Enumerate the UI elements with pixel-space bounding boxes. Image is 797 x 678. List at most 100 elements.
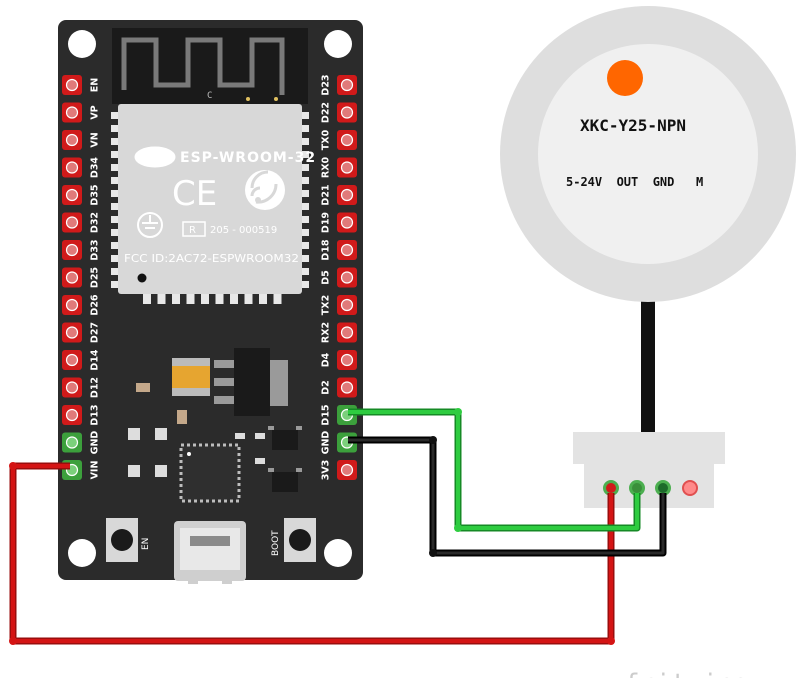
pin-hole <box>65 243 79 257</box>
micro-usb-port[interactable] <box>174 521 246 584</box>
module-pin <box>111 281 120 288</box>
pin-label-right-d22: D22 <box>321 102 332 123</box>
connector-pin-out <box>629 480 645 496</box>
r-mark-box <box>182 221 206 237</box>
pin-hole <box>65 271 79 284</box>
module-pin <box>300 281 309 288</box>
pin-label-left-d33: D33 <box>90 239 101 260</box>
mounting-hole <box>324 539 352 567</box>
en-button-label: EN <box>141 538 151 550</box>
pin-label-right-rx0: RX0 <box>321 156 332 178</box>
module-pin <box>201 292 209 304</box>
module-pin <box>300 112 309 119</box>
module-pin <box>111 255 120 262</box>
module-pin <box>300 255 309 262</box>
sensor-cable <box>641 290 655 440</box>
pin-hole <box>65 381 79 394</box>
module-pin <box>230 292 238 304</box>
pin-hole <box>340 133 354 147</box>
sensor-pin-labels: 5-24V OUT GND M <box>566 175 703 189</box>
module-pin <box>300 216 309 223</box>
pin-label-left-d32: D32 <box>90 212 101 233</box>
module-pin <box>300 138 309 145</box>
sensor-inner-disc <box>538 44 758 264</box>
boot-button[interactable] <box>284 518 316 562</box>
pin-hole <box>65 216 79 229</box>
module-pin <box>111 112 120 119</box>
module-pin <box>300 203 309 210</box>
module-pin <box>215 292 224 304</box>
pin-hole <box>340 161 354 174</box>
module-pin <box>259 292 267 304</box>
module-pin <box>111 138 120 145</box>
wifi-logo-icon: WiFi <box>134 146 176 168</box>
module-pin <box>300 190 309 197</box>
pin-hole <box>340 271 354 284</box>
pin-hole <box>65 436 79 449</box>
transistor <box>272 472 298 492</box>
ce-mark: CE <box>172 174 217 214</box>
pin-hole <box>65 161 79 174</box>
left-pin-header: ENVPVND34D35D32D33D25D26D27D14D12D13GNDV… <box>62 75 101 480</box>
pin-hole <box>340 216 354 229</box>
module-code: 205 - 000519 <box>210 225 277 236</box>
pin-hole <box>65 326 79 339</box>
module-pin <box>172 292 180 304</box>
pin-label-right-tx0: TX0 <box>321 129 332 150</box>
pin-hole <box>340 188 354 202</box>
module-pin <box>300 151 309 158</box>
module-antenna: C <box>112 28 308 104</box>
pin1-dot <box>137 273 147 283</box>
pin-hole <box>340 463 354 477</box>
capacitor <box>172 358 210 396</box>
mounting-hole <box>68 30 96 58</box>
pin-label-left-d14: D14 <box>90 349 101 370</box>
module-pin <box>157 292 166 304</box>
module-pin <box>111 190 120 197</box>
module-pin <box>300 164 309 171</box>
pin-label-right-d21: D21 <box>321 184 332 205</box>
module-castellation-pins <box>111 112 309 304</box>
r-mark: R <box>189 225 196 236</box>
pin-label-left-d26: D26 <box>90 294 101 315</box>
pin-label-left-vp: VP <box>90 105 101 119</box>
certification-logo-icon <box>245 170 285 210</box>
module-pin <box>111 216 120 223</box>
pin-label-left-d35: D35 <box>90 184 101 205</box>
pin-label-left-d25: D25 <box>90 267 101 288</box>
pin-hole <box>65 133 79 147</box>
pin-label-left-d13: D13 <box>90 404 101 425</box>
sensor-model: XKC-Y25-NPN <box>580 116 686 135</box>
pin-label-left-d27: D27 <box>90 322 101 343</box>
transistor <box>272 430 298 450</box>
module-pin <box>300 177 309 184</box>
module-name: ESP-WROOM-32 <box>180 150 316 166</box>
module-fcc-id: FCC ID:2AC72-ESPWROOM32 <box>124 253 299 265</box>
pin-label-right-rx2: RX2 <box>321 322 332 343</box>
mounting-hole <box>324 30 352 58</box>
pin-hole <box>340 353 354 367</box>
pin-label-right-d15: D15 <box>321 404 332 425</box>
module-pin <box>111 268 120 275</box>
module-pin <box>300 268 309 275</box>
connector-pin-vcc <box>603 480 619 496</box>
pin-label-right-d5: D5 <box>321 270 332 285</box>
module-pin <box>111 229 120 236</box>
ground-mark-icon <box>137 212 163 238</box>
pin-label-left-gnd: GND <box>90 431 101 455</box>
pin-label-right-d2: D2 <box>321 380 332 395</box>
module-pin <box>244 292 253 304</box>
pin-hole <box>340 381 354 394</box>
en-button[interactable] <box>106 518 138 562</box>
pin-label-right-d19: D19 <box>321 212 332 233</box>
pin-label-left-d12: D12 <box>90 377 101 398</box>
module-pin <box>111 164 120 171</box>
sensor-led <box>607 60 643 96</box>
pin-label-right-d18: D18 <box>321 239 332 260</box>
module-pin <box>143 292 151 304</box>
pin-label-right-d23: D23 <box>321 74 332 95</box>
pin-hole <box>65 353 79 367</box>
pin-hole <box>340 298 354 312</box>
pin-hole <box>65 408 79 422</box>
